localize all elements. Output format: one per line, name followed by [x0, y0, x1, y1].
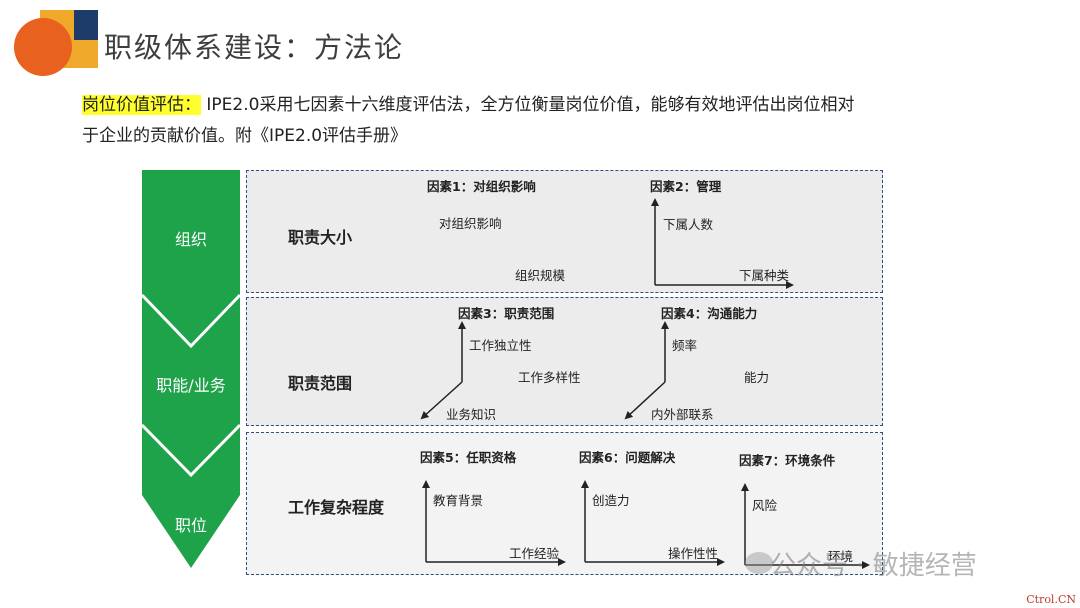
sub-dimension-label: 业务知识	[446, 407, 497, 422]
dimension-label: 职责范围	[288, 374, 353, 393]
intro-paragraph: 岗位价值评估： IPE2.0采用七因素十六维度评估法，全方位衡量岗位价值，能够有…	[82, 90, 1002, 152]
intro-highlight: 岗位价值评估：	[82, 95, 201, 115]
factor-title: 因素1：对组织影响	[427, 179, 536, 194]
sub-dimension-label: 创造力	[592, 493, 630, 508]
sub-dimension-label: 工作经验	[509, 546, 560, 561]
factor-title: 因素6：问题解决	[579, 450, 676, 465]
sub-dimension-label: 频率	[672, 338, 698, 353]
sub-dimension-label: 教育背景	[433, 493, 484, 508]
sub-dimension-label: 下属人数	[663, 217, 714, 232]
wechat-icon	[745, 552, 773, 574]
sub-dimension-label: 能力	[744, 370, 770, 385]
logo-circle	[14, 18, 72, 76]
sub-dimension-label: 环境	[828, 549, 854, 564]
source-credit: Ctrol.CN	[1026, 593, 1076, 606]
sub-dimension-label: 风险	[752, 498, 778, 513]
factor-title: 因素7：环境条件	[739, 453, 836, 468]
dimension-label: 职责大小	[288, 228, 353, 247]
factor-title: 因素4：沟通能力	[661, 306, 758, 321]
dimension-label: 工作复杂程度	[288, 498, 385, 517]
sub-dimension-label: 组织规模	[515, 268, 566, 283]
panel-responsibility-size	[246, 170, 883, 293]
panel-work-complexity	[246, 432, 883, 575]
level-ribbon	[142, 170, 240, 568]
factor-title: 因素2：管理	[650, 179, 722, 194]
level-label-function: 职能/业务	[156, 376, 226, 395]
intro-line2: 于企业的贡献价值。附《IPE2.0评估手册》	[82, 126, 408, 146]
intro-line1: IPE2.0采用七因素十六维度评估法，全方位衡量岗位价值，能够有效地评估出岗位相…	[201, 95, 855, 115]
sub-dimension-label: 下属种类	[739, 268, 790, 283]
panel-responsibility-scope	[246, 297, 883, 426]
logo-accent	[74, 10, 98, 40]
sub-dimension-label: 对组织影响	[439, 216, 502, 231]
factor-title: 因素5：任职资格	[420, 450, 517, 465]
page-title: 职级体系建设：方法论	[104, 31, 405, 64]
sub-dimension-label: 工作独立性	[469, 338, 532, 353]
sub-dimension-label: 操作性性	[668, 546, 719, 561]
factor-title: 因素3：职责范围	[458, 306, 555, 321]
watermark: 公众号 · 敏捷经营	[770, 551, 977, 581]
level-label-organization: 组织	[174, 230, 207, 249]
sub-dimension-label: 内外部联系	[651, 407, 714, 422]
sub-dimension-label: 工作多样性	[518, 370, 581, 385]
level-label-position: 职位	[174, 516, 207, 535]
